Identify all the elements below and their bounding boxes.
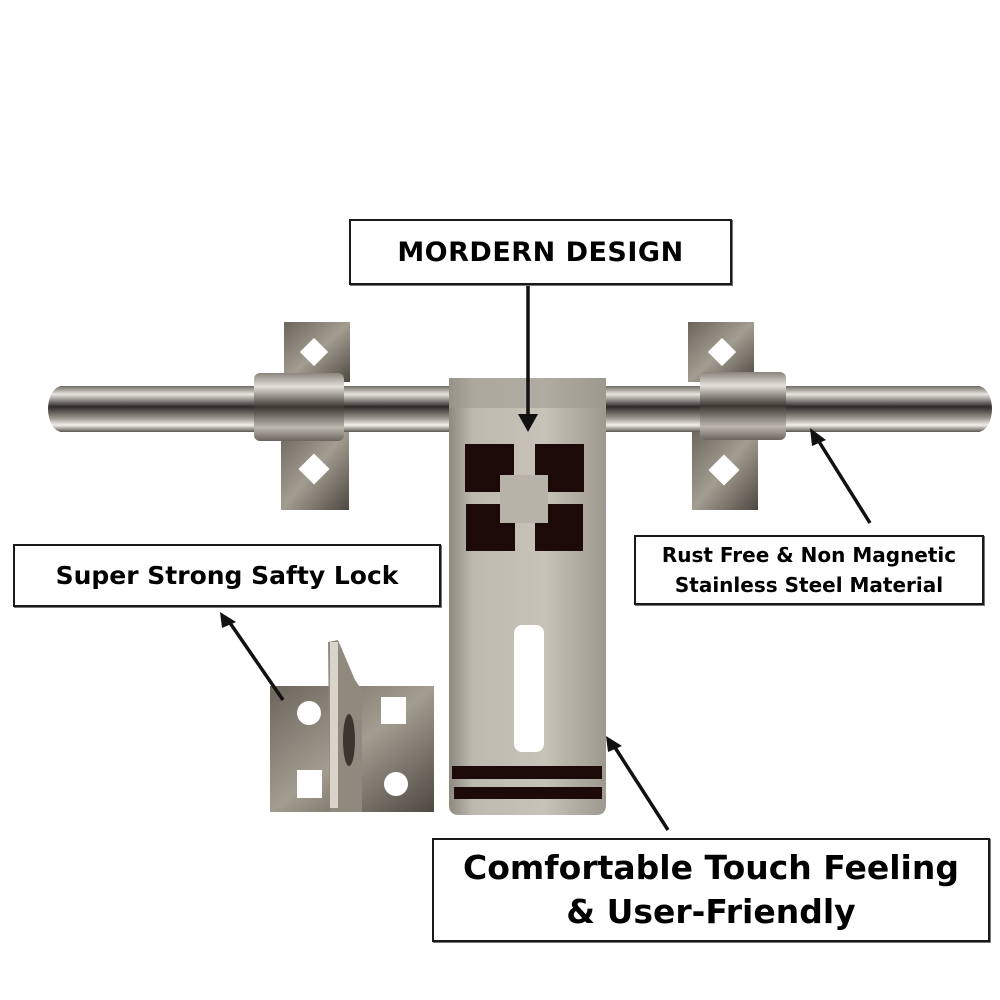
right-rod-sleeve bbox=[700, 372, 786, 440]
callout-text-line2: & User-Friendly bbox=[566, 892, 856, 931]
hasp-slot bbox=[514, 625, 544, 752]
callout-modern-design: MORDERN DESIGN bbox=[349, 219, 732, 285]
callout-text: Super Strong Safty Lock bbox=[55, 561, 399, 590]
callout-rust-free: Rust Free & Non Magnetic Stainless Steel… bbox=[634, 535, 984, 605]
arrow-icon bbox=[606, 736, 670, 831]
decorative-stripe bbox=[454, 787, 602, 799]
left-mount-bracket bbox=[281, 322, 350, 510]
left-rod-sleeve bbox=[254, 373, 344, 441]
decorative-stripe bbox=[452, 766, 602, 779]
arrow-icon bbox=[810, 428, 872, 524]
hasp-plate bbox=[449, 378, 606, 815]
arrow-icon bbox=[518, 286, 538, 432]
callout-text-line1: Comfortable Touch Feeling bbox=[463, 848, 959, 887]
padlock-staple-plate bbox=[270, 640, 434, 812]
square-pattern-inlay bbox=[465, 444, 584, 551]
callout-comfort: Comfortable Touch Feeling & User-Friendl… bbox=[432, 838, 990, 942]
callout-text-line2: Stainless Steel Material bbox=[674, 573, 944, 597]
callout-safety-lock: Super Strong Safty Lock bbox=[13, 544, 441, 607]
arrow-icon bbox=[220, 612, 285, 701]
callout-text-line1: Rust Free & Non Magnetic bbox=[661, 543, 957, 567]
callout-text: MORDERN DESIGN bbox=[397, 236, 684, 268]
